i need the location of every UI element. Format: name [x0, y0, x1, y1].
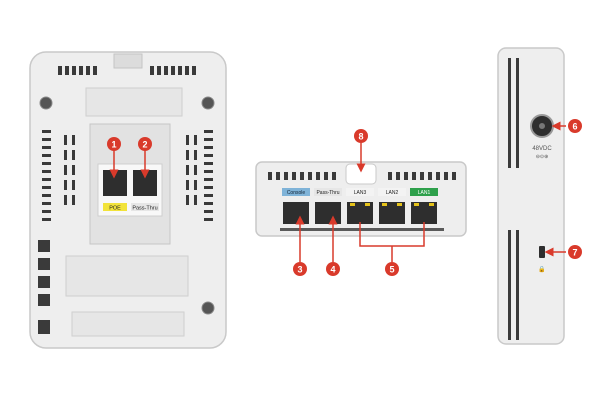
back-top-vents: [58, 66, 196, 75]
lan3-label-bg: [346, 188, 374, 196]
lan-leds: [350, 203, 434, 206]
poe-port-label: POE: [109, 206, 121, 212]
power-jack-pin: [539, 123, 545, 129]
callout-3-circle: [293, 262, 307, 276]
back-left-clips: [38, 240, 50, 334]
screw-top-left: [39, 96, 53, 110]
side-vents: [508, 58, 519, 340]
back-view: POE Pass-Thru 1 2: [29, 51, 227, 349]
callout-6-circle: [568, 119, 582, 133]
poe-port: [103, 170, 127, 196]
lock-symbol: 🔒: [538, 265, 545, 273]
callout-7-number: 7: [572, 248, 577, 258]
lock-slot: [539, 246, 545, 258]
back-lower-panel: [65, 255, 189, 297]
callout-1-number: 1: [111, 140, 116, 150]
power-label: 48VDC: [532, 146, 552, 152]
lan2-label: LAN2: [386, 190, 399, 196]
lan3-port: [347, 202, 373, 224]
screw-bottom-right: [201, 301, 215, 315]
callout-5-bracket: [359, 222, 425, 262]
lan1-label-bg: [410, 188, 438, 196]
callout-6-number: 6: [572, 122, 577, 132]
back-side-vents: [42, 130, 213, 221]
side-view: 48VDC ⊖⊙⊕ 🔒 6 7: [497, 47, 582, 345]
front-view: Console Pass-Thru LAN3 LAN2 LAN1 8 3: [255, 129, 467, 276]
pass-thru-label-front: Pass-Thru: [316, 190, 339, 196]
back-bottom-panel: [71, 311, 185, 337]
callout-8-circle: [354, 129, 368, 143]
console-port: [283, 202, 309, 224]
callout-2-circle: [138, 137, 152, 151]
pass-thru-port-label-bg: [131, 203, 159, 211]
lan1-port: [411, 202, 437, 224]
callout-5-circle: [385, 262, 399, 276]
callout-3-number: 3: [297, 265, 302, 275]
console-label: Console: [287, 190, 306, 196]
screw-top-right: [201, 96, 215, 110]
front-bottom-edge: [280, 228, 444, 231]
console-label-bg: [282, 188, 310, 196]
callout-8-number: 8: [358, 132, 363, 142]
pass-thru-port-label-back: Pass-Thru: [132, 206, 157, 212]
poe-port-label-bg: [103, 203, 127, 211]
front-top-vents: [268, 172, 456, 180]
lan3-label: LAN3: [354, 190, 367, 196]
callout-1-circle: [107, 137, 121, 151]
callout-2-number: 2: [142, 140, 147, 150]
back-top-tab: [113, 53, 143, 69]
callout-4-circle: [326, 262, 340, 276]
lan1-label: LAN1: [418, 190, 431, 196]
lan2-port: [379, 202, 405, 224]
back-inner-vents: [64, 135, 197, 205]
power-polarity: ⊖⊙⊕: [536, 154, 549, 160]
callout-7-circle: [568, 245, 582, 259]
pass-thru-port-front: [315, 202, 341, 224]
side-device-body: [497, 47, 565, 345]
back-upper-panel: [85, 87, 183, 117]
pass-thru-label-bg: [314, 188, 342, 196]
callout-5-number: 5: [389, 265, 394, 275]
lan2-label-bg: [378, 188, 406, 196]
callout-4-number: 4: [330, 265, 335, 275]
